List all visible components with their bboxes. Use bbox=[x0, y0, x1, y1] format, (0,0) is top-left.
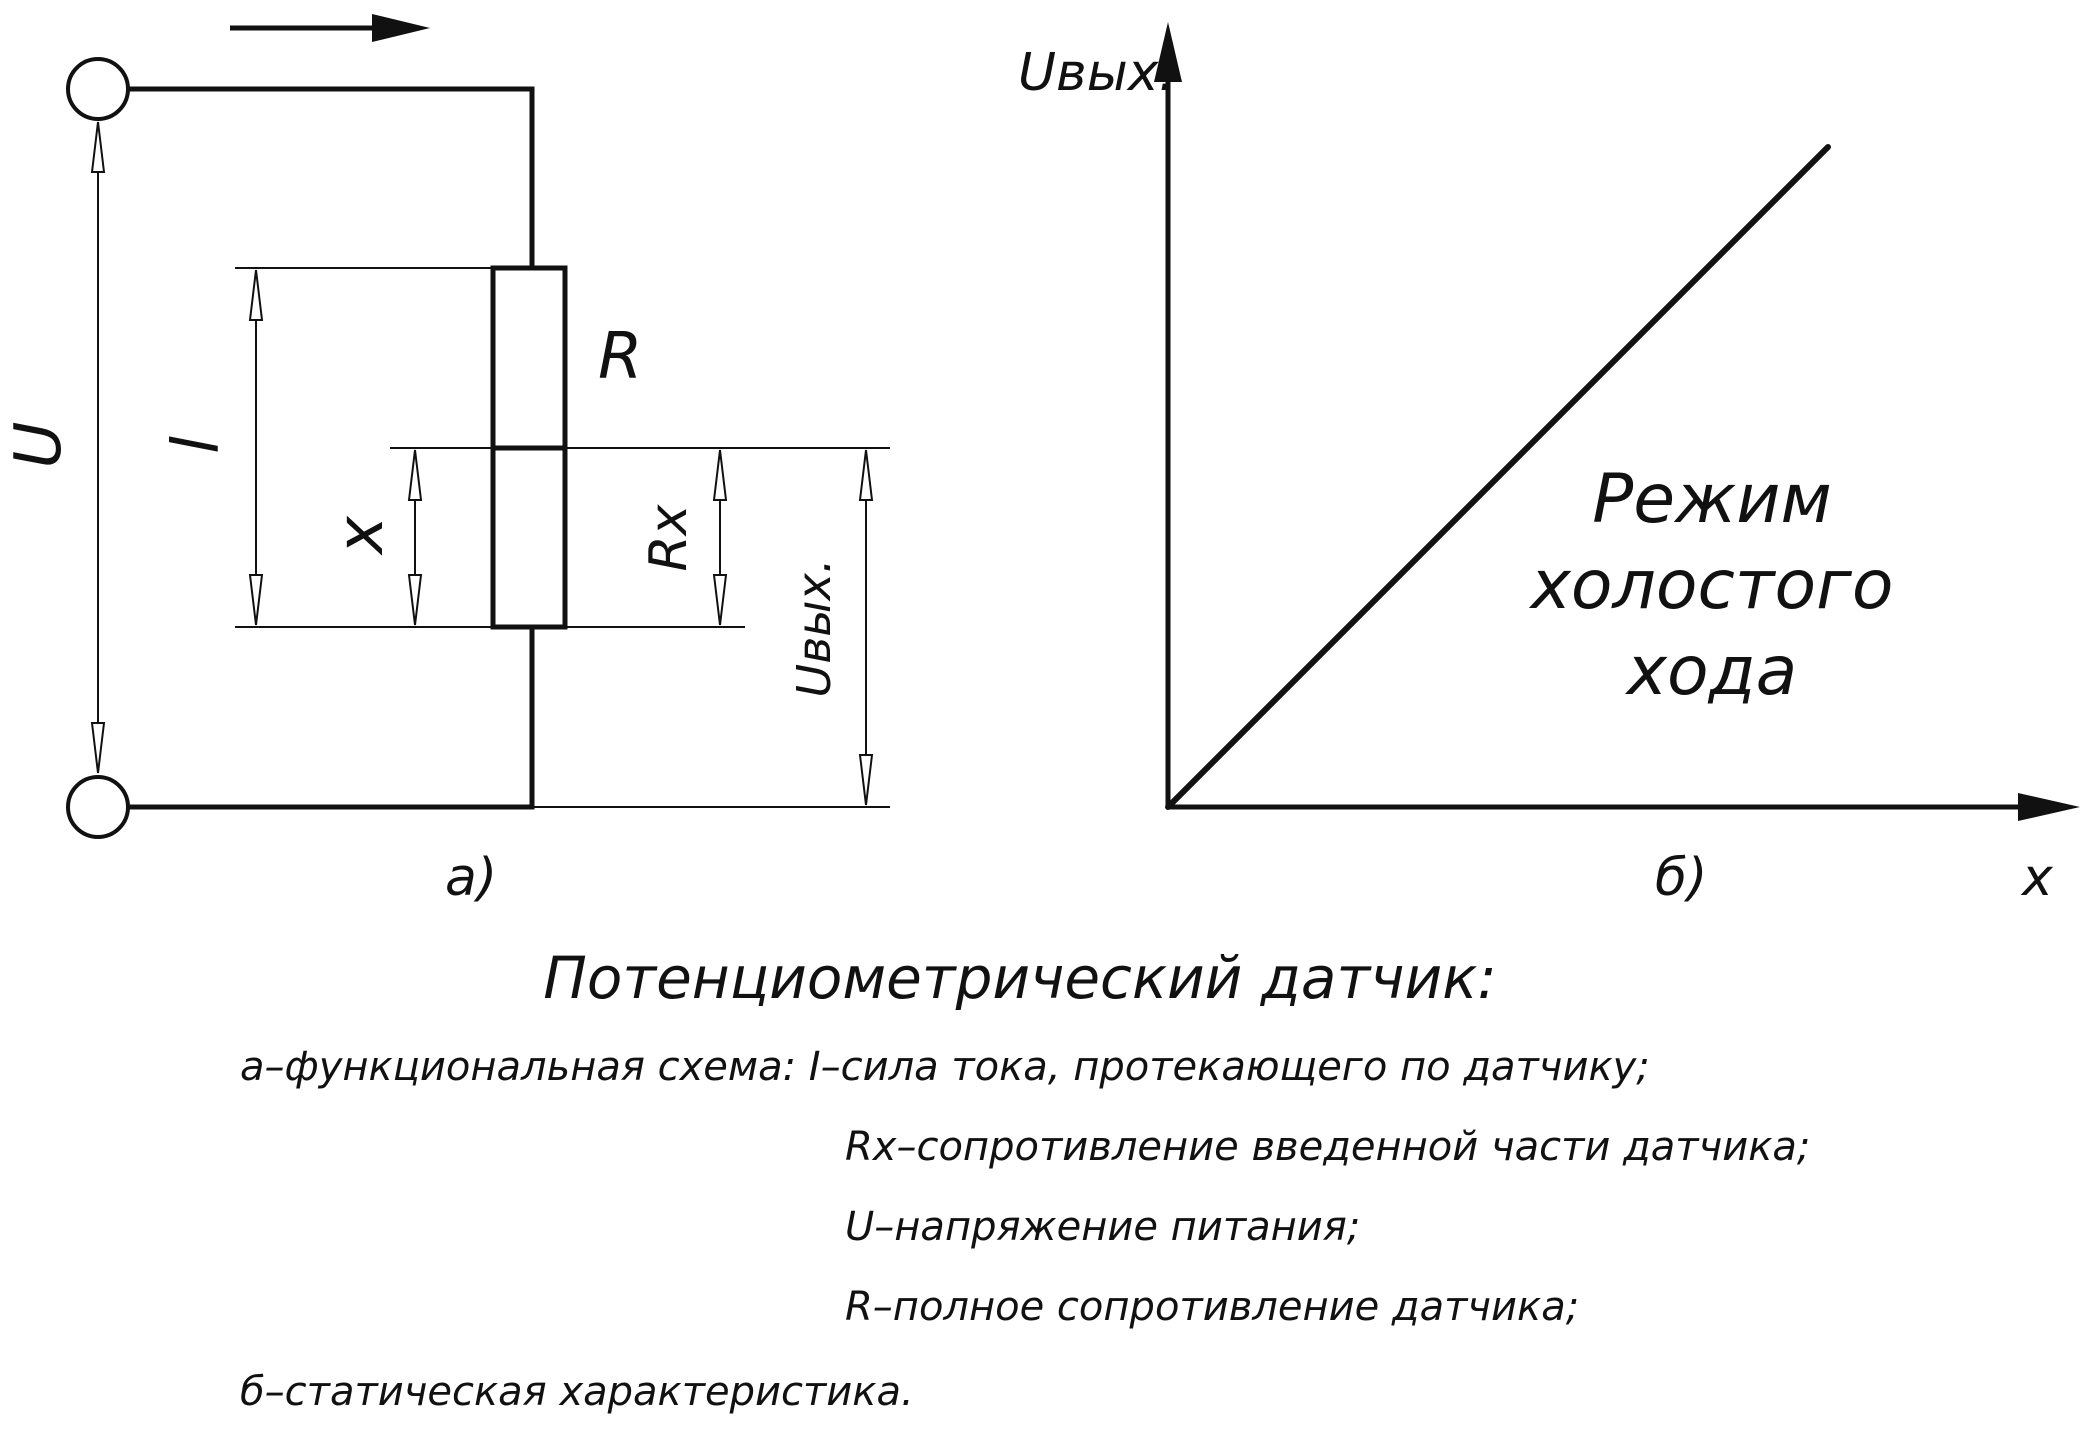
caption-line-a: а–функциональная схема: I–сила тока, про… bbox=[240, 1044, 1650, 1090]
caption-title: Потенциометрический датчик: bbox=[543, 944, 1497, 1012]
y-axis-arrow bbox=[1154, 22, 1182, 82]
static-characteristic-graph: Uвых. x Режим холостого хода б) bbox=[1018, 22, 2080, 908]
panel-b-label: б) bbox=[1655, 848, 1707, 908]
dimension-x bbox=[407, 449, 423, 626]
resistance-label: R bbox=[598, 320, 642, 394]
panel-a-label: а) bbox=[445, 848, 497, 908]
caption-line-r: R–полное сопротивление датчика; bbox=[845, 1284, 1579, 1330]
dimension-Rx bbox=[712, 449, 728, 626]
supply-voltage-label: U bbox=[2, 422, 76, 469]
top-terminal bbox=[66, 57, 130, 121]
bottom-terminal bbox=[66, 775, 130, 839]
functional-circuit: U l x R Rx Uвых. а) bbox=[2, 14, 890, 908]
extension-lines bbox=[235, 267, 890, 808]
characteristic-line bbox=[1165, 144, 1831, 810]
dimension-U bbox=[90, 121, 106, 774]
caption-line-rx: Rx–сопротивление введенной части датчика… bbox=[845, 1124, 1810, 1170]
output-voltage-label: Uвых. bbox=[787, 559, 841, 698]
caption-line-b: б–статическая характеристика. bbox=[240, 1369, 914, 1415]
dimension-l bbox=[248, 269, 264, 626]
partial-resistance-label: Rx bbox=[639, 503, 699, 571]
length-label: l bbox=[160, 436, 234, 454]
annotation-line-1: Режим bbox=[1592, 460, 1832, 539]
figure-caption: Потенциометрический датчик: а–функционал… bbox=[240, 944, 1810, 1415]
dimension-Uout bbox=[858, 449, 874, 806]
current-arrow bbox=[230, 14, 430, 42]
x-axis-arrow bbox=[2018, 793, 2080, 821]
position-label: x bbox=[324, 515, 398, 556]
caption-line-u: U–напряжение питания; bbox=[845, 1204, 1360, 1250]
annotation-line-3: хода bbox=[1625, 632, 1798, 711]
annotation-line-2: холостого bbox=[1529, 546, 1894, 625]
y-axis-label: Uвых. bbox=[1018, 43, 1175, 103]
x-axis-label: x bbox=[2020, 848, 2054, 908]
